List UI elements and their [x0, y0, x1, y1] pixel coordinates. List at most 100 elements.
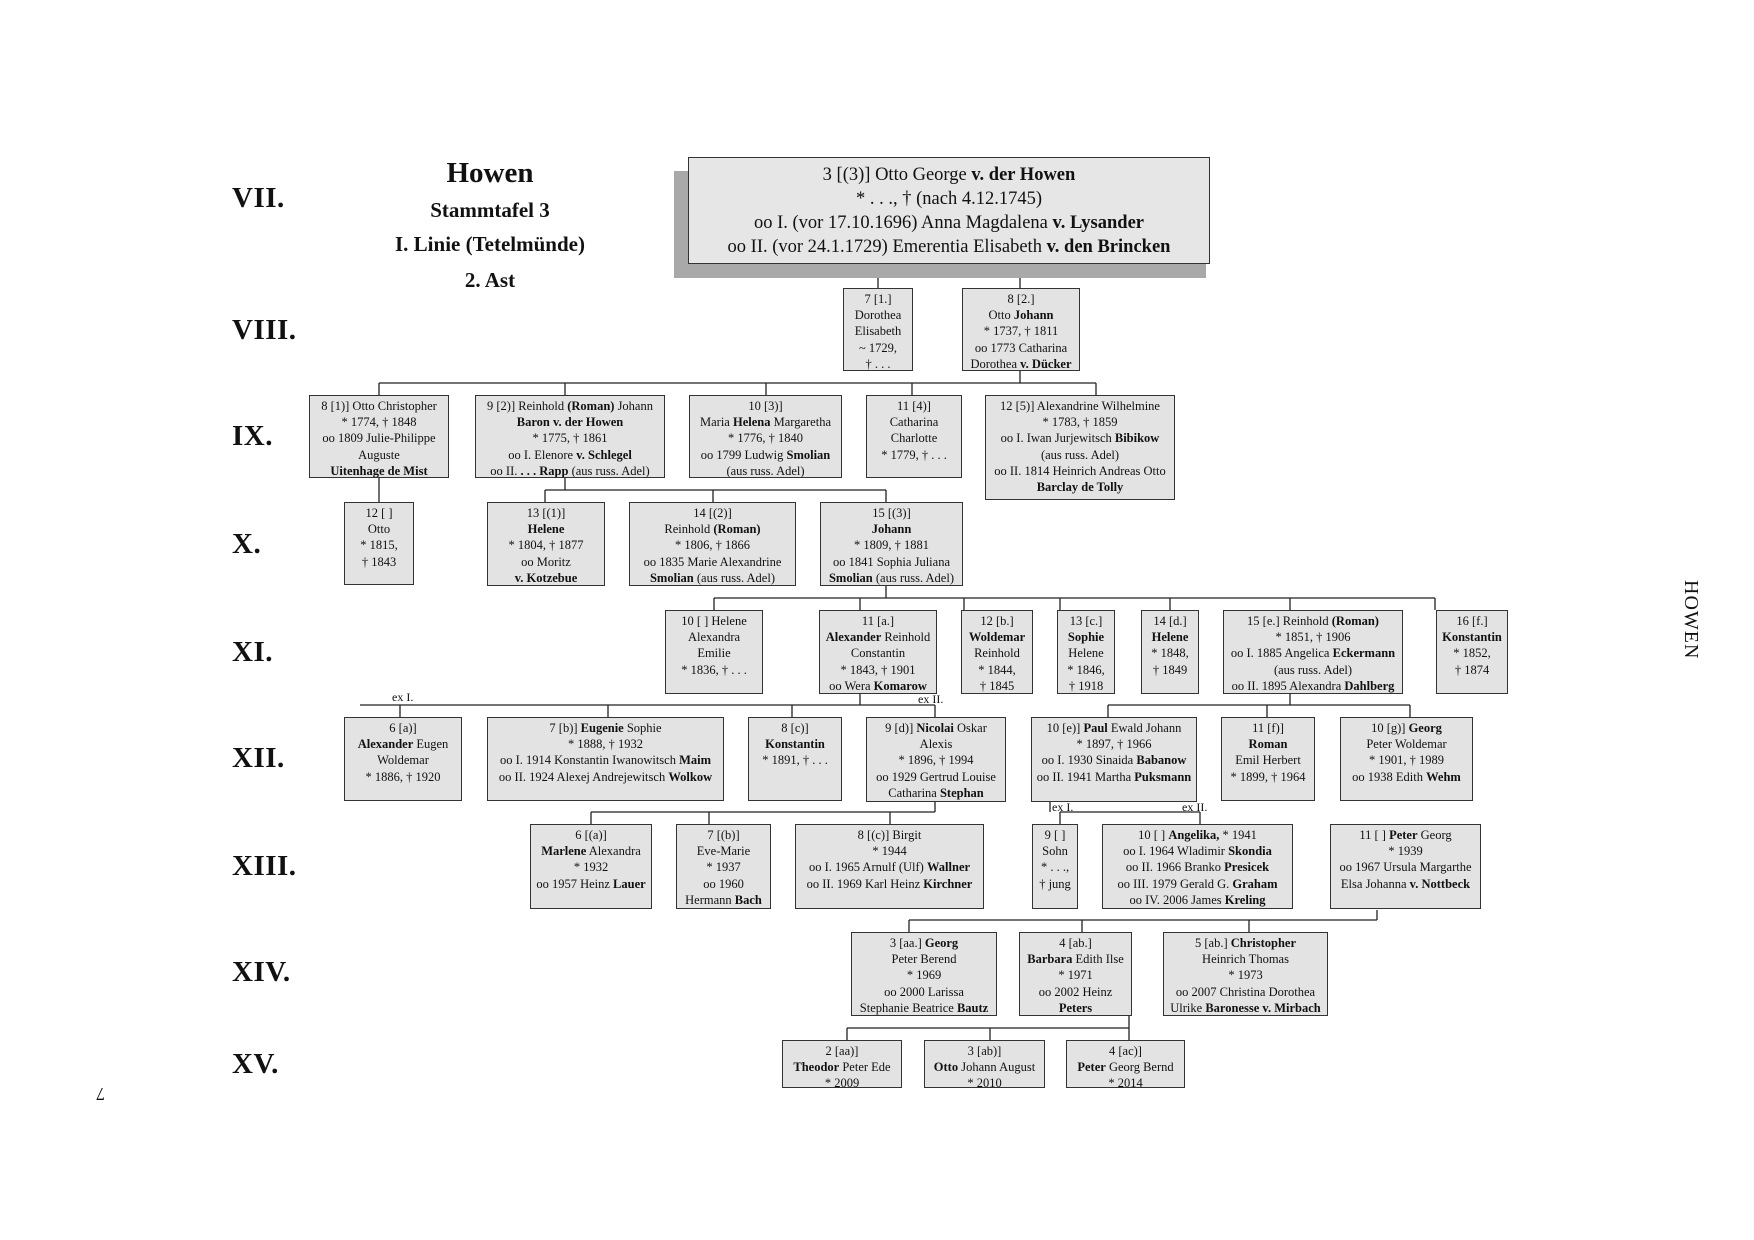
person-line: * 1891, † . . . [762, 753, 828, 768]
person-line: * 1937 [706, 860, 741, 875]
generation-label: X. [232, 528, 262, 560]
person-line: 12 [5)] Alexandrine Wilhelmine [1000, 399, 1160, 413]
person-line: oo 1773 Catharina [974, 340, 1068, 355]
person-line: oo I. 1885 Angelica Eckermann [1230, 646, 1396, 661]
person-line: Emil Herbert [1235, 753, 1301, 768]
person-line: oo III. 1979 Gerald G. Graham [1117, 876, 1278, 891]
person-line: (aus russ. Adel) [1273, 662, 1353, 677]
person-line: 12 [ ] [365, 506, 393, 520]
person-line: * 1901, † 1989 [1369, 753, 1444, 768]
person-line: Theodor Peter Ede [793, 1060, 891, 1075]
generation-label: XV. [232, 1048, 279, 1080]
person-line: 11 [a.] [861, 614, 895, 628]
person-line: Alexander Eugen [357, 737, 449, 752]
person-line: 8 [(c)] Birgit [857, 828, 922, 842]
person-line: 9 [2)] Reinhold (Roman) Johann [487, 399, 653, 413]
person-box: 3 [(3)] Otto George v. der Howen* . . .,… [688, 157, 1210, 264]
person-line: 15 [e.] Reinhold (Roman) [1247, 614, 1379, 628]
person-line: * 1779, † . . . [881, 447, 947, 462]
person-line: 11 [f)] [1252, 721, 1284, 735]
person-line: * 1852, [1453, 646, 1491, 661]
generation-label: XII. [232, 742, 285, 774]
person-line: ~ 1729, [858, 340, 897, 355]
person-line: † 1849 [1152, 662, 1188, 677]
person-line: * 1932 [573, 860, 609, 875]
person-line: * 1851, † 1906 [1275, 630, 1351, 645]
person-line: Konstantin [765, 737, 825, 752]
person-line: oo 1799 Ludwig Smolian [700, 447, 831, 462]
person-line: * 1737, † 1811 [983, 324, 1059, 339]
person-line: oo 1957 Heinz Lauer [536, 876, 646, 891]
person-line: 10 [ ] Angelika, * 1941 [1138, 828, 1257, 842]
person-line: Ulrike Baronesse v. Mirbach [1170, 1000, 1321, 1015]
generation-label: XI. [232, 636, 273, 668]
person-line: 6 [a)] [389, 721, 417, 735]
person-line: * 1939 [1388, 844, 1423, 859]
person-line: Helene [527, 522, 565, 537]
person-line: Elisabeth [854, 324, 902, 339]
person-line: Baron v. der Howen [516, 415, 624, 430]
person-line: Catharina [889, 415, 939, 430]
person-line: † 1874 [1454, 662, 1490, 677]
person-line: Helene [1151, 630, 1189, 645]
person-line: oo 1960 [703, 876, 744, 891]
person-line: oo 1809 Julie-Philippe [322, 431, 436, 446]
person-line: Sophie [1067, 630, 1105, 645]
person-line: 13 [(1)] [526, 506, 566, 520]
person-box: 3 [ab)] Otto Johann August* 2010 [924, 1040, 1045, 1088]
person-line: oo IV. 2006 James Kreling [1129, 892, 1266, 907]
person-line: Roman [1248, 737, 1288, 752]
person-line: * 1897, † 1966 [1076, 737, 1152, 752]
generation-label: VII. [232, 182, 285, 214]
person-line: Emilie [697, 646, 731, 661]
person-line: oo I. 1914 Konstantin Iwanowitsch Maim [499, 753, 712, 768]
person-line: 16 [f.] [1456, 614, 1488, 628]
person-line: * . . ., † (nach 4.12.1745) [856, 189, 1042, 209]
person-line: Alexandra [687, 630, 741, 645]
person-line: Otto Johann August [933, 1060, 1036, 1075]
person-line: 3 [ab)] [967, 1044, 1002, 1058]
person-line: 12 [b.] [980, 614, 1014, 628]
person-box: 2 [aa)]Theodor Peter Ede* 2009 [782, 1040, 902, 1088]
person-line: oo II. 1966 Branko Presicek [1125, 860, 1270, 875]
person-line: Constantin [850, 646, 906, 661]
person-line: Eve-Marie [696, 844, 751, 859]
person-line: * 1888, † 1932 [568, 737, 643, 752]
person-line: * 1844, [978, 662, 1016, 677]
person-line: (aus russ. Adel) [1040, 447, 1120, 462]
ex-label: ex II. [1182, 800, 1208, 814]
person-line: Marlene Alexandra [541, 844, 641, 859]
person-line: * 1896, † 1994 [898, 753, 974, 768]
person-line: oo 1967 Ursula Margarthe [1339, 860, 1472, 875]
person-line: * 1944 [872, 844, 907, 859]
person-line: 7 [(b)] [707, 828, 740, 842]
person-line: 7 [b)] Eugenie Sophie [549, 721, 662, 735]
person-line: 10 [e)] Paul Ewald Johann [1046, 721, 1182, 735]
person-line: oo 2000 Larissa [884, 984, 964, 999]
person-line: v. Kotzebue [514, 570, 578, 585]
person-line: 2 [aa)] [825, 1044, 859, 1058]
person-line: Reinhold [974, 646, 1020, 661]
person-line: 4 [ac)] [1109, 1044, 1142, 1058]
person-line: 8 [c)] [781, 721, 809, 735]
person-line: 14 [d.] [1153, 614, 1187, 628]
person-box: 4 [ac)]Peter Georg Bernd* 2014 [1066, 1040, 1185, 1088]
person-line: * 1774, † 1848 [341, 415, 417, 430]
generation-label: IX. [232, 420, 273, 452]
person-line: 10 [3)] [748, 399, 783, 413]
person-line: oo I. 1965 Arnulf (Ulf) Wallner [808, 860, 971, 875]
person-line: oo I. 1930 Sinaida Babanow [1041, 753, 1187, 768]
person-line: * 2010 [967, 1076, 1002, 1088]
